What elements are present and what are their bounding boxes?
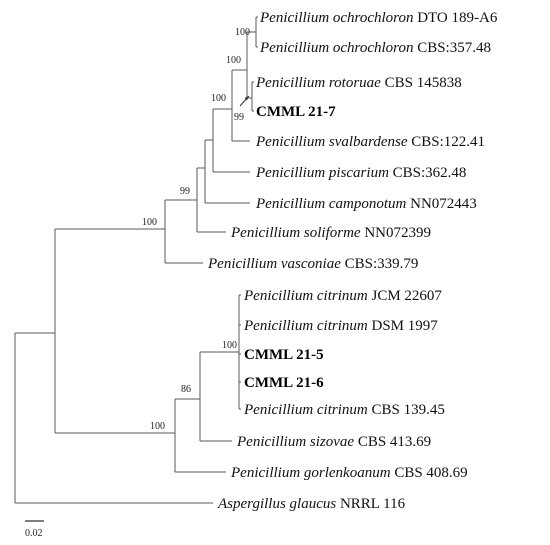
bootstrap-ochro-rotoruae: 100 xyxy=(226,55,241,66)
taxon-label: Penicillium ochrochloron CBS:357.48 xyxy=(259,40,491,56)
bootstrap-ochrochloron-pair: 100 xyxy=(235,27,250,38)
taxon-label: Penicillium citrinum CBS 139.45 xyxy=(243,402,445,418)
taxon-labels: Penicillium ochrochloron DTO 189-A6 Peni… xyxy=(207,10,498,512)
isolate-label: CMML 21-6 xyxy=(244,375,324,391)
taxon-label: Penicillium citrinum DSM 1997 xyxy=(243,318,438,334)
bootstrap-sizovae-group: 86 xyxy=(181,384,191,395)
taxon-label: Aspergillus glaucus NRRL 116 xyxy=(217,496,406,512)
taxon-label: Penicillium camponotum NN072443 xyxy=(255,196,477,212)
tree-branches xyxy=(14,16,258,504)
taxon-label: Penicillium citrinum JCM 22607 xyxy=(243,288,442,304)
isolate-label: CMML 21-7 xyxy=(256,104,336,120)
isolate-label: CMML 21-5 xyxy=(244,347,324,363)
taxon-label: Penicillium ochrochloron DTO 189-A6 xyxy=(259,10,498,26)
bootstrap-values: 100 100 99 100 99 100 100 86 100 xyxy=(142,27,250,432)
taxon-label: Penicillium rotoruae CBS 145838 xyxy=(255,75,462,91)
bootstrap-citrinum-group: 100 xyxy=(222,340,237,351)
bootstrap-penicillium-clade-a: 100 xyxy=(142,217,157,228)
bootstrap-penicillium-clade-b: 100 xyxy=(150,421,165,432)
taxon-label: Penicillium soliforme NN072399 xyxy=(230,225,431,241)
taxon-label: Penicillium svalbardense CBS:122.41 xyxy=(255,134,485,150)
bootstrap-rotoruae-cmml: 99 xyxy=(234,112,244,123)
pointer-arrow xyxy=(239,95,250,107)
taxon-label: Penicillium piscarium CBS:362.48 xyxy=(255,165,466,181)
taxon-label: Penicillium vasconiae CBS:339.79 xyxy=(207,256,418,272)
bootstrap-camponotum-group: 99 xyxy=(180,186,190,197)
taxon-label: Penicillium gorlenkoanum CBS 408.69 xyxy=(230,465,468,481)
scale-bar-label: 0.02 xyxy=(25,528,43,539)
taxon-label: Penicillium sizovae CBS 413.69 xyxy=(236,434,431,450)
bootstrap-svalbardense-group: 100 xyxy=(211,93,226,104)
scale-bar: 0.02 xyxy=(25,520,44,539)
